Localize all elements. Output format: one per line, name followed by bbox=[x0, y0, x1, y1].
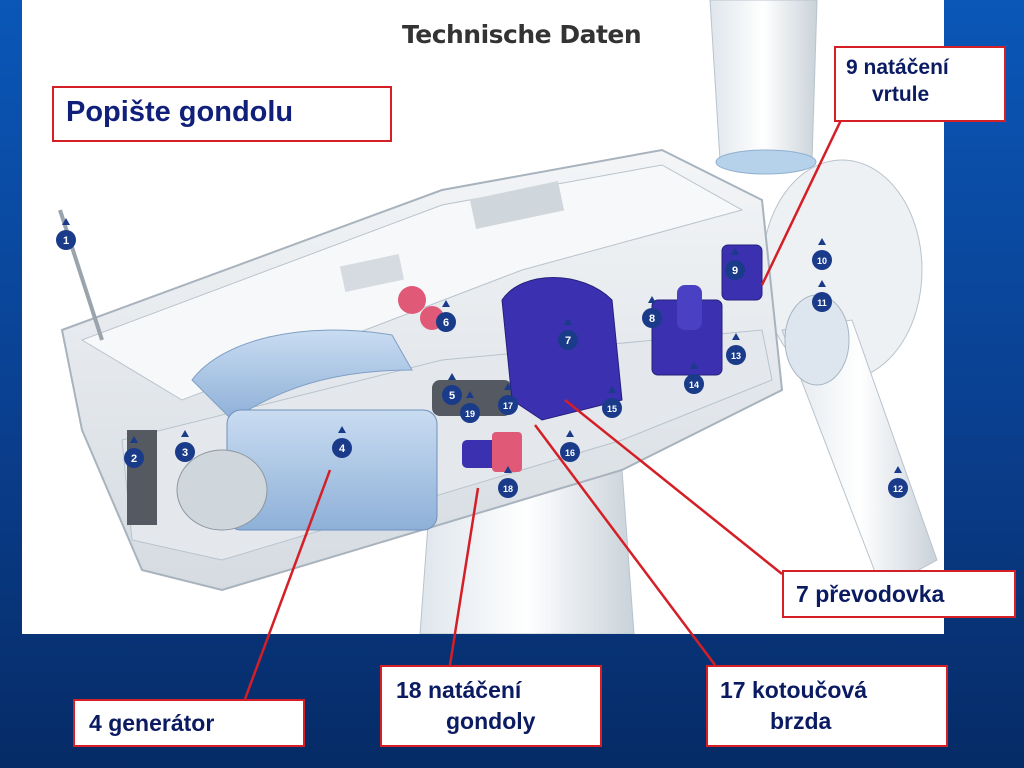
callout-17-number: 17 bbox=[720, 677, 746, 703]
marker-15-label: 15 bbox=[607, 404, 617, 414]
marker-6-label: 6 bbox=[443, 317, 449, 329]
callout-4: 4 generátor bbox=[73, 699, 305, 747]
callout-18: 18 natáčení gondoly bbox=[380, 665, 602, 747]
marker-18-label: 18 bbox=[503, 484, 513, 494]
marker-14-label: 14 bbox=[689, 380, 699, 390]
marker-8-label: 8 bbox=[649, 313, 655, 325]
marker-1: 1 bbox=[56, 218, 76, 250]
marker-18: 18 bbox=[498, 466, 518, 498]
callout-18-number: 18 bbox=[396, 677, 422, 703]
marker-3: 3 bbox=[175, 430, 195, 462]
callout-9-line1: natáčení bbox=[863, 56, 949, 79]
marker-10-label: 10 bbox=[817, 256, 827, 266]
marker-14: 14 bbox=[684, 362, 704, 394]
callout-17: 17 kotoučová brzda bbox=[706, 665, 948, 747]
callout-7-number: 7 bbox=[796, 581, 809, 607]
callout-9-line2: vrtule bbox=[872, 83, 930, 106]
marker-16: 16 bbox=[560, 430, 580, 462]
marker-2-label: 2 bbox=[131, 453, 137, 465]
page-title: Popište gondolu bbox=[52, 86, 392, 142]
marker-17-label: 17 bbox=[503, 401, 513, 411]
marker-7: 7 bbox=[558, 318, 578, 350]
marker-16-label: 16 bbox=[565, 448, 575, 458]
marker-7-label: 7 bbox=[565, 335, 571, 347]
marker-9: 9 bbox=[725, 248, 745, 280]
callout-9-number: 9 bbox=[846, 56, 858, 79]
callout-7: 7 převodovka bbox=[782, 570, 1016, 618]
callout-18-line1: natáčení bbox=[427, 677, 522, 703]
callout-17-line2: brzda bbox=[770, 708, 832, 734]
marker-17: 17 bbox=[498, 383, 518, 415]
callout-7-text: převodovka bbox=[815, 581, 945, 607]
marker-19-label: 19 bbox=[465, 409, 475, 419]
callout-4-number: 4 bbox=[89, 710, 102, 736]
marker-11: 11 bbox=[812, 280, 832, 312]
callout-17-line1: kotoučová bbox=[751, 677, 868, 703]
marker-5: 5 bbox=[442, 373, 462, 405]
marker-3-label: 3 bbox=[182, 447, 188, 459]
marker-13: 13 bbox=[726, 333, 746, 365]
marker-12: 12 bbox=[888, 466, 908, 498]
marker-12-label: 12 bbox=[893, 484, 903, 494]
callout-18-line2: gondoly bbox=[446, 708, 536, 734]
marker-2: 2 bbox=[124, 436, 144, 468]
marker-5-label: 5 bbox=[449, 390, 455, 402]
marker-13-label: 13 bbox=[731, 351, 741, 361]
marker-4: 4 bbox=[332, 426, 352, 458]
marker-6: 6 bbox=[436, 300, 456, 332]
marker-8: 8 bbox=[642, 296, 662, 328]
marker-1-label: 1 bbox=[63, 235, 69, 247]
callout-4-text: generátor bbox=[108, 710, 215, 736]
marker-9-label: 9 bbox=[732, 265, 738, 277]
marker-11-label: 11 bbox=[817, 298, 827, 308]
callout-9: 9 natáčení vrtule bbox=[834, 46, 1006, 122]
marker-19: 19 bbox=[460, 391, 480, 423]
marker-4-label: 4 bbox=[339, 443, 346, 455]
marker-10: 10 bbox=[812, 238, 832, 270]
figure-heading: Technische Daten bbox=[402, 20, 642, 49]
marker-15: 15 bbox=[602, 386, 622, 418]
